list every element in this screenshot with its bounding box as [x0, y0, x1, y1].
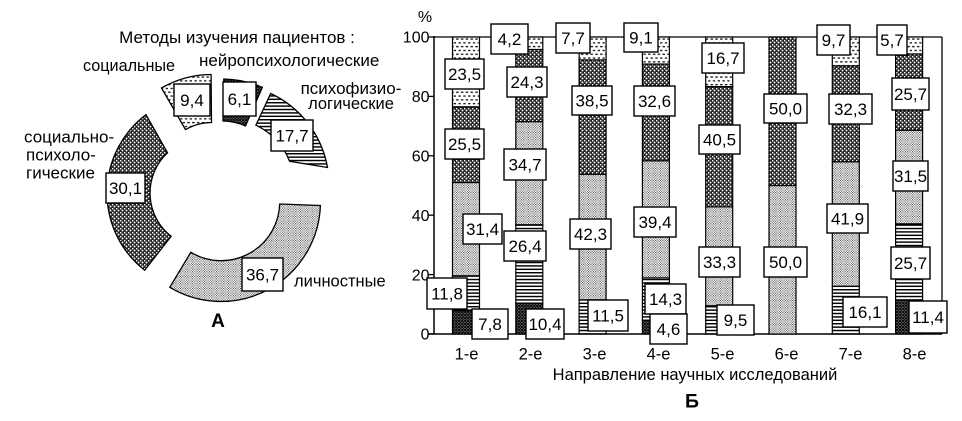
svg-text:Направление научных исследован: Направление научных исследований: [553, 366, 838, 384]
svg-text:16,7: 16,7: [706, 49, 739, 68]
svg-text:31,5: 31,5: [894, 167, 927, 186]
svg-text:2-е: 2-е: [519, 346, 543, 364]
svg-text:80: 80: [412, 89, 430, 106]
svg-text:40,5: 40,5: [703, 131, 736, 150]
svg-text:32,3: 32,3: [834, 100, 867, 119]
svg-text:гические: гические: [26, 164, 95, 183]
svg-text:5,7: 5,7: [880, 31, 904, 50]
svg-text:6-е: 6-е: [775, 346, 799, 364]
svg-text:7,8: 7,8: [478, 315, 502, 334]
svg-text:3-е: 3-е: [583, 346, 607, 364]
svg-text:33,3: 33,3: [703, 253, 736, 272]
svg-text:личностные: личностные: [294, 273, 386, 291]
svg-text:9,4: 9,4: [180, 91, 204, 110]
svg-text:100: 100: [403, 30, 430, 47]
svg-text:60: 60: [412, 149, 430, 166]
svg-text:А: А: [211, 311, 225, 332]
svg-text:4,2: 4,2: [498, 30, 522, 49]
svg-text:4-е: 4-е: [647, 346, 671, 364]
svg-text:40: 40: [412, 208, 430, 225]
svg-text:31,4: 31,4: [466, 220, 499, 239]
svg-text:23,5: 23,5: [448, 65, 481, 84]
svg-text:26,4: 26,4: [508, 237, 541, 256]
svg-text:42,3: 42,3: [574, 225, 607, 244]
svg-text:7-е: 7-е: [839, 346, 863, 364]
svg-text:1-е: 1-е: [455, 346, 479, 364]
svg-text:11,8: 11,8: [431, 285, 463, 304]
svg-text:24,3: 24,3: [510, 73, 543, 92]
svg-text:30,1: 30,1: [109, 179, 142, 198]
svg-text:20: 20: [412, 267, 430, 284]
svg-text:25,7: 25,7: [894, 85, 927, 104]
svg-text:11,5: 11,5: [592, 307, 624, 326]
svg-text:38,5: 38,5: [575, 92, 608, 111]
svg-text:9,5: 9,5: [724, 311, 748, 330]
svg-text:социальные: социальные: [83, 57, 175, 75]
svg-text:9,7: 9,7: [822, 31, 846, 50]
svg-text:32,6: 32,6: [638, 92, 671, 111]
svg-text:41,9: 41,9: [831, 210, 864, 229]
svg-text:психофизио-: психофизио-: [301, 79, 402, 98]
svg-text:7,7: 7,7: [561, 29, 585, 48]
svg-text:психоло-: психоло-: [26, 146, 96, 165]
svg-text:0: 0: [421, 327, 430, 344]
svg-text:9,1: 9,1: [629, 29, 653, 48]
svg-text:социально-: социально-: [24, 128, 114, 147]
svg-text:34,7: 34,7: [508, 156, 541, 175]
svg-text:16,1: 16,1: [848, 303, 881, 322]
svg-text:50,0: 50,0: [769, 100, 802, 119]
svg-text:17,7: 17,7: [275, 127, 308, 146]
svg-text:%: %: [418, 9, 432, 26]
svg-text:50,0: 50,0: [769, 253, 802, 272]
svg-text:39,4: 39,4: [638, 213, 671, 232]
svg-text:логические: логические: [308, 95, 394, 113]
svg-text:5-е: 5-е: [711, 346, 735, 364]
svg-text:4,6: 4,6: [657, 320, 681, 339]
svg-text:6,1: 6,1: [228, 90, 252, 109]
svg-text:нейропсихологические: нейропсихологические: [199, 51, 379, 70]
svg-text:25,5: 25,5: [448, 135, 481, 154]
svg-text:10,4: 10,4: [528, 315, 561, 334]
svg-text:Б: Б: [685, 391, 699, 413]
svg-text:36,7: 36,7: [246, 266, 279, 285]
svg-text:Методы изучения пациентов :: Методы изучения пациентов :: [119, 28, 355, 47]
svg-text:8-е: 8-е: [903, 346, 927, 364]
svg-text:14,3: 14,3: [649, 290, 682, 309]
svg-text:25,7: 25,7: [894, 254, 927, 273]
svg-text:11,4: 11,4: [912, 308, 944, 327]
